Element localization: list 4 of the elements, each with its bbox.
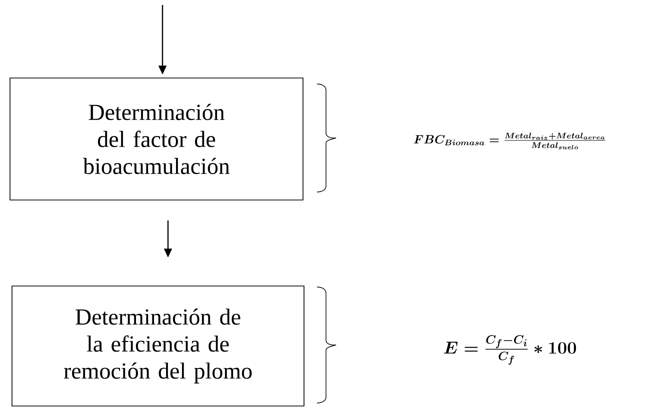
formula: $E=\frac{C_f-C_i}{C_f}*100$ bbox=[444, 335, 576, 365]
formula: $FBC_{Biomasa}=\frac{Metal_{raiz}+Metal_{aerea}}{Metal_{suelo}}$ bbox=[414, 132, 606, 150]
process-box: Determinación del factor de bioacumulación bbox=[10, 78, 304, 200]
process-box: Determinación de la eficiencia de remoción del plomo bbox=[12, 286, 304, 406]
